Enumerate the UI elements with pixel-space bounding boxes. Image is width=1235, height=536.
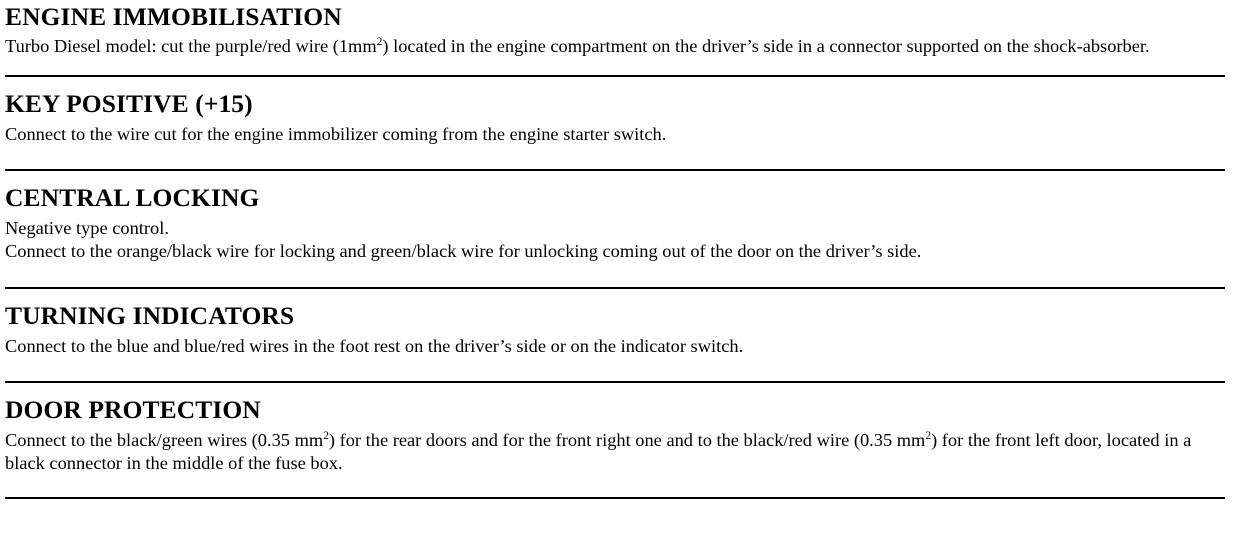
paragraph: Connect to the black/green wires (0.35 m… — [5, 429, 1192, 474]
paragraph: Turbo Diesel model: cut the purple/red w… — [5, 35, 1150, 56]
section-divider-rule — [5, 287, 1225, 290]
section-heading-door-protection: DOOR PROTECTION — [5, 395, 261, 425]
section-engine-immobilisation: ENGINE IMMOBILISATION Turbo Diesel model… — [5, 0, 1225, 58]
superscript-two: 2 — [323, 429, 329, 442]
section-divider-rule — [5, 169, 1225, 172]
section-central-locking: CENTRAL LOCKING Negative type control. C… — [5, 171, 1225, 264]
section-turning-indicators: TURNING INDICATORS Connect to the blue a… — [5, 289, 1225, 358]
section-heading-engine-immobilisation: ENGINE IMMOBILISATION — [5, 2, 342, 31]
section-body-door-protection: Connect to the black/green wires (0.35 m… — [5, 425, 1225, 476]
section-divider-rule — [5, 496, 1225, 499]
section-divider-rule — [5, 381, 1225, 384]
section-body-key-positive: Connect to the wire cut for the engine i… — [5, 119, 1225, 147]
section-heading-key-positive: KEY POSITIVE (+15) — [5, 89, 253, 119]
section-divider-rule — [5, 75, 1225, 78]
paragraph: Connect to the wire cut for the engine i… — [5, 123, 667, 144]
section-heading-central-locking: CENTRAL LOCKING — [5, 183, 260, 213]
superscript-two: 2 — [376, 35, 383, 48]
section-body-central-locking: Negative type control. Connect to the or… — [5, 213, 1225, 264]
paragraph: Connect to the blue and blue/red wires i… — [5, 335, 744, 356]
paragraph: Connect to the orange/black wire for loc… — [5, 241, 922, 262]
section-body-turning-indicators: Connect to the blue and blue/red wires i… — [5, 331, 1225, 359]
superscript-two: 2 — [925, 429, 932, 442]
paragraph: Negative type control. — [5, 217, 169, 238]
section-door-protection: DOOR PROTECTION Connect to the black/gre… — [5, 383, 1225, 476]
section-heading-turning-indicators: TURNING INDICATORS — [5, 301, 295, 331]
section-key-positive: KEY POSITIVE (+15) Connect to the wire c… — [5, 77, 1225, 146]
section-body-engine-immobilisation: Turbo Diesel model: cut the purple/red w… — [5, 32, 1225, 59]
